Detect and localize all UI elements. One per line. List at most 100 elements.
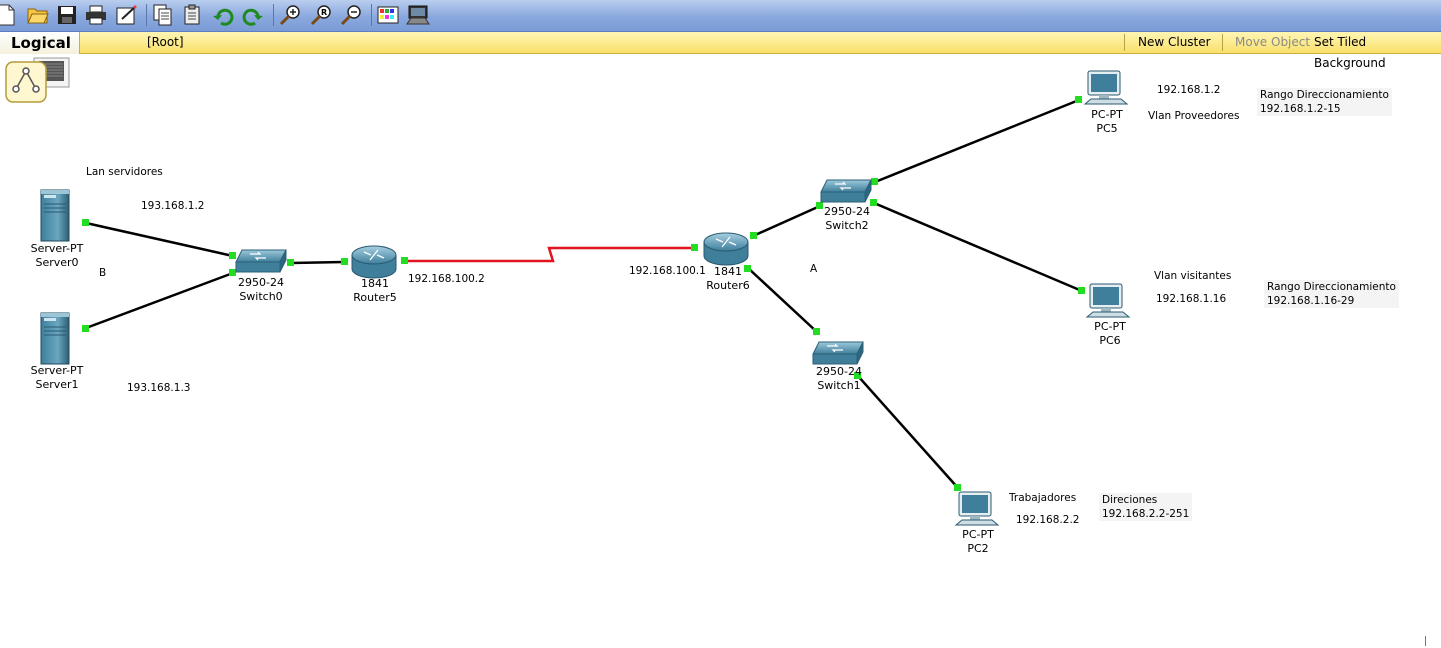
router-icon[interactable]	[351, 245, 397, 279]
zoom-reset-icon[interactable]: R	[309, 3, 333, 27]
link-switch2-pc5[interactable]	[874, 98, 1080, 184]
device-type: 2950-24	[824, 205, 870, 218]
note-a[interactable]: A	[810, 263, 818, 275]
port-light	[744, 265, 751, 272]
serial-link-router5-router6[interactable]	[404, 246, 695, 263]
device-label-router5: 1841 Router5	[353, 277, 396, 305]
device-type: PC-PT	[1091, 108, 1123, 121]
undo-icon[interactable]	[211, 3, 235, 27]
port-light	[691, 244, 698, 251]
note-ip-router6[interactable]: 192.168.100.1	[629, 265, 706, 277]
note-vlan-visitantes[interactable]: Vlan visitantes	[1154, 270, 1232, 282]
new-cluster-button[interactable]: New Cluster	[1138, 35, 1211, 49]
logical-workspace-canvas[interactable]: Server-PT Server0 Server-PT Server1 2950…	[0, 54, 1441, 648]
main-toolbar: R	[0, 0, 1441, 32]
server-icon[interactable]	[40, 312, 70, 365]
canvas-resize-tick	[1425, 636, 1426, 646]
link-router6-switch2[interactable]	[752, 204, 821, 238]
zoom-in-icon[interactable]	[278, 3, 302, 27]
device-type: PC-PT	[962, 528, 994, 541]
device-label-switch0: 2950-24 Switch0	[238, 276, 284, 304]
device-name: Switch1	[817, 379, 861, 392]
port-light	[871, 178, 878, 185]
device-name: PC6	[1099, 334, 1121, 347]
links	[85, 98, 1083, 489]
port-light	[1075, 96, 1082, 103]
pc-icon[interactable]	[1085, 283, 1131, 318]
toolbar-separator	[371, 4, 372, 26]
port-status-lights	[82, 96, 1085, 491]
note-title: Direciones	[1102, 494, 1158, 506]
device-label-server1: Server-PT Server1	[31, 364, 84, 392]
note-ip-pc6[interactable]: 192.168.1.16	[1156, 293, 1227, 305]
port-light	[82, 219, 89, 226]
device-label-switch2: 2950-24 Switch2	[824, 205, 870, 233]
workspace-bar: Logical [Root] New Cluster Move Object S…	[0, 32, 1441, 70]
note-b[interactable]: B	[99, 267, 107, 279]
device-name: Router6	[706, 279, 750, 292]
port-light	[750, 232, 757, 239]
link-switch2-pc6[interactable]	[873, 201, 1083, 293]
logical-workspace-tab[interactable]: Logical	[0, 32, 80, 54]
breadcrumb[interactable]: [Root]	[147, 35, 184, 49]
device-label-router6: 1841 Router6	[706, 265, 749, 293]
new-file-icon[interactable]	[0, 3, 18, 27]
note-lan-servidores[interactable]: Lan servidores	[86, 166, 163, 178]
palette-icon[interactable]	[376, 3, 400, 27]
svg-text:R: R	[321, 8, 327, 17]
note-ip-router5[interactable]: 192.168.100.2	[408, 273, 485, 285]
workspace-separator	[1124, 34, 1125, 51]
navigation-panel-icon[interactable]	[4, 56, 70, 103]
port-light	[401, 257, 408, 264]
set-tiled-background-button[interactable]: Set Tiled Background	[1314, 35, 1386, 70]
note-ip-pc5[interactable]: 192.168.1.2	[1157, 84, 1221, 96]
note-rango-direccionamiento-1[interactable]: Rango Direccionamiento 192.168.1.2-15	[1257, 88, 1392, 116]
link-server0-switch0[interactable]	[85, 221, 234, 258]
switch-icon[interactable]	[235, 249, 287, 273]
router-icon[interactable]	[703, 232, 749, 266]
activity-wizard-icon[interactable]	[115, 3, 139, 27]
device-type: PC-PT	[1094, 320, 1126, 333]
device-label-pc2: PC-PT PC2	[962, 528, 994, 556]
custom-device-icon[interactable]	[406, 3, 430, 27]
switch-icon[interactable]	[812, 341, 864, 365]
note-vlan-proveedores[interactable]: Vlan Proveedores	[1148, 110, 1240, 122]
device-type: 1841	[713, 265, 742, 278]
link-server1-switch0[interactable]	[85, 271, 234, 330]
redo-icon[interactable]	[241, 3, 265, 27]
server-icon[interactable]	[40, 189, 70, 242]
link-switch0-router5[interactable]	[290, 260, 345, 265]
toolbar-separator	[146, 4, 147, 26]
topology-diagram	[40, 70, 1131, 526]
port-light	[341, 258, 348, 265]
switch-icon[interactable]	[820, 179, 872, 203]
copy-icon[interactable]	[151, 3, 175, 27]
note-rango-direccionamiento-2[interactable]: Rango Direccionamiento 192.168.1.16-29	[1264, 280, 1399, 308]
port-light	[287, 259, 294, 266]
port-light	[229, 252, 236, 259]
note-trabajadores[interactable]: Trabajadores	[1009, 492, 1077, 504]
device-label-pc5: PC-PT PC5	[1091, 108, 1123, 136]
pc-icon[interactable]	[1083, 70, 1129, 105]
device-type: Server-PT	[30, 242, 84, 255]
device-type: 1841	[360, 277, 389, 290]
note-direciones[interactable]: Direciones 192.168.2.2-251	[1099, 493, 1193, 521]
port-light	[870, 199, 877, 206]
device-type: 2950-24	[238, 276, 284, 289]
note-value: 192.168.2.2-251	[1102, 508, 1190, 520]
toolbar-separator	[273, 4, 274, 26]
link-switch1-pc2[interactable]	[857, 375, 959, 489]
link-router6-switch1[interactable]	[747, 267, 818, 333]
port-light	[229, 269, 236, 276]
save-icon[interactable]	[55, 3, 79, 27]
paste-icon[interactable]	[181, 3, 205, 27]
note-ip-server1[interactable]: 193.168.1.3	[127, 382, 191, 394]
device-label-pc6: PC-PT PC6	[1094, 320, 1126, 348]
note-ip-server0[interactable]: 193.168.1.2	[141, 200, 205, 212]
note-ip-pc2[interactable]: 192.168.2.2	[1016, 514, 1080, 526]
pc-icon[interactable]	[954, 491, 1000, 526]
zoom-out-icon[interactable]	[339, 3, 363, 27]
port-light	[813, 328, 820, 335]
open-folder-icon[interactable]	[26, 3, 50, 27]
print-icon[interactable]	[84, 3, 108, 27]
